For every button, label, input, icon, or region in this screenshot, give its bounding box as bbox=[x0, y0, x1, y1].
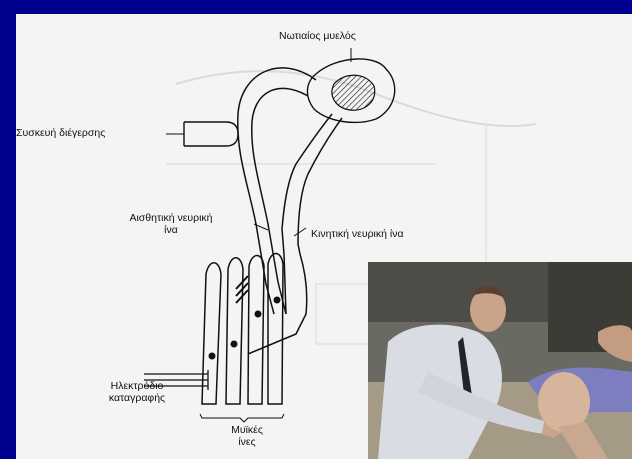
muscle-fiber-bundle bbox=[202, 254, 283, 405]
electrode-label-line2: καταγραφής bbox=[82, 392, 192, 404]
electrode-label-line1: Ηλεκτρόδιο bbox=[82, 380, 192, 392]
nerve-fibers bbox=[238, 68, 342, 354]
muscle-fibers-label-line2: ίνες bbox=[212, 436, 282, 448]
motor-fiber-label: Κινητική νευρική ίνα bbox=[311, 228, 404, 240]
sensory-fiber-label: Αισθητική νευρική ίνα bbox=[106, 212, 236, 236]
electrode-label: Ηλεκτρόδιο καταγραφής bbox=[82, 380, 192, 404]
sensory-fiber-label-line1: Αισθητική νευρική bbox=[106, 212, 236, 224]
stimulator-label: Συσκευή διέγερσης bbox=[16, 127, 105, 139]
sensory-fiber-label-line2: ίνα bbox=[106, 224, 236, 236]
photo-scene bbox=[368, 262, 632, 459]
spinal-cord-label: Νωτιαίος μυελός bbox=[279, 30, 356, 42]
muscle-fibers-label: Μυϊκές ίνες bbox=[212, 424, 282, 448]
stimulator-device bbox=[166, 122, 238, 146]
spinal-cord-section bbox=[307, 48, 394, 122]
muscle-fibers-label-line1: Μυϊκές bbox=[212, 424, 282, 436]
reflex-test-photo bbox=[368, 262, 632, 459]
